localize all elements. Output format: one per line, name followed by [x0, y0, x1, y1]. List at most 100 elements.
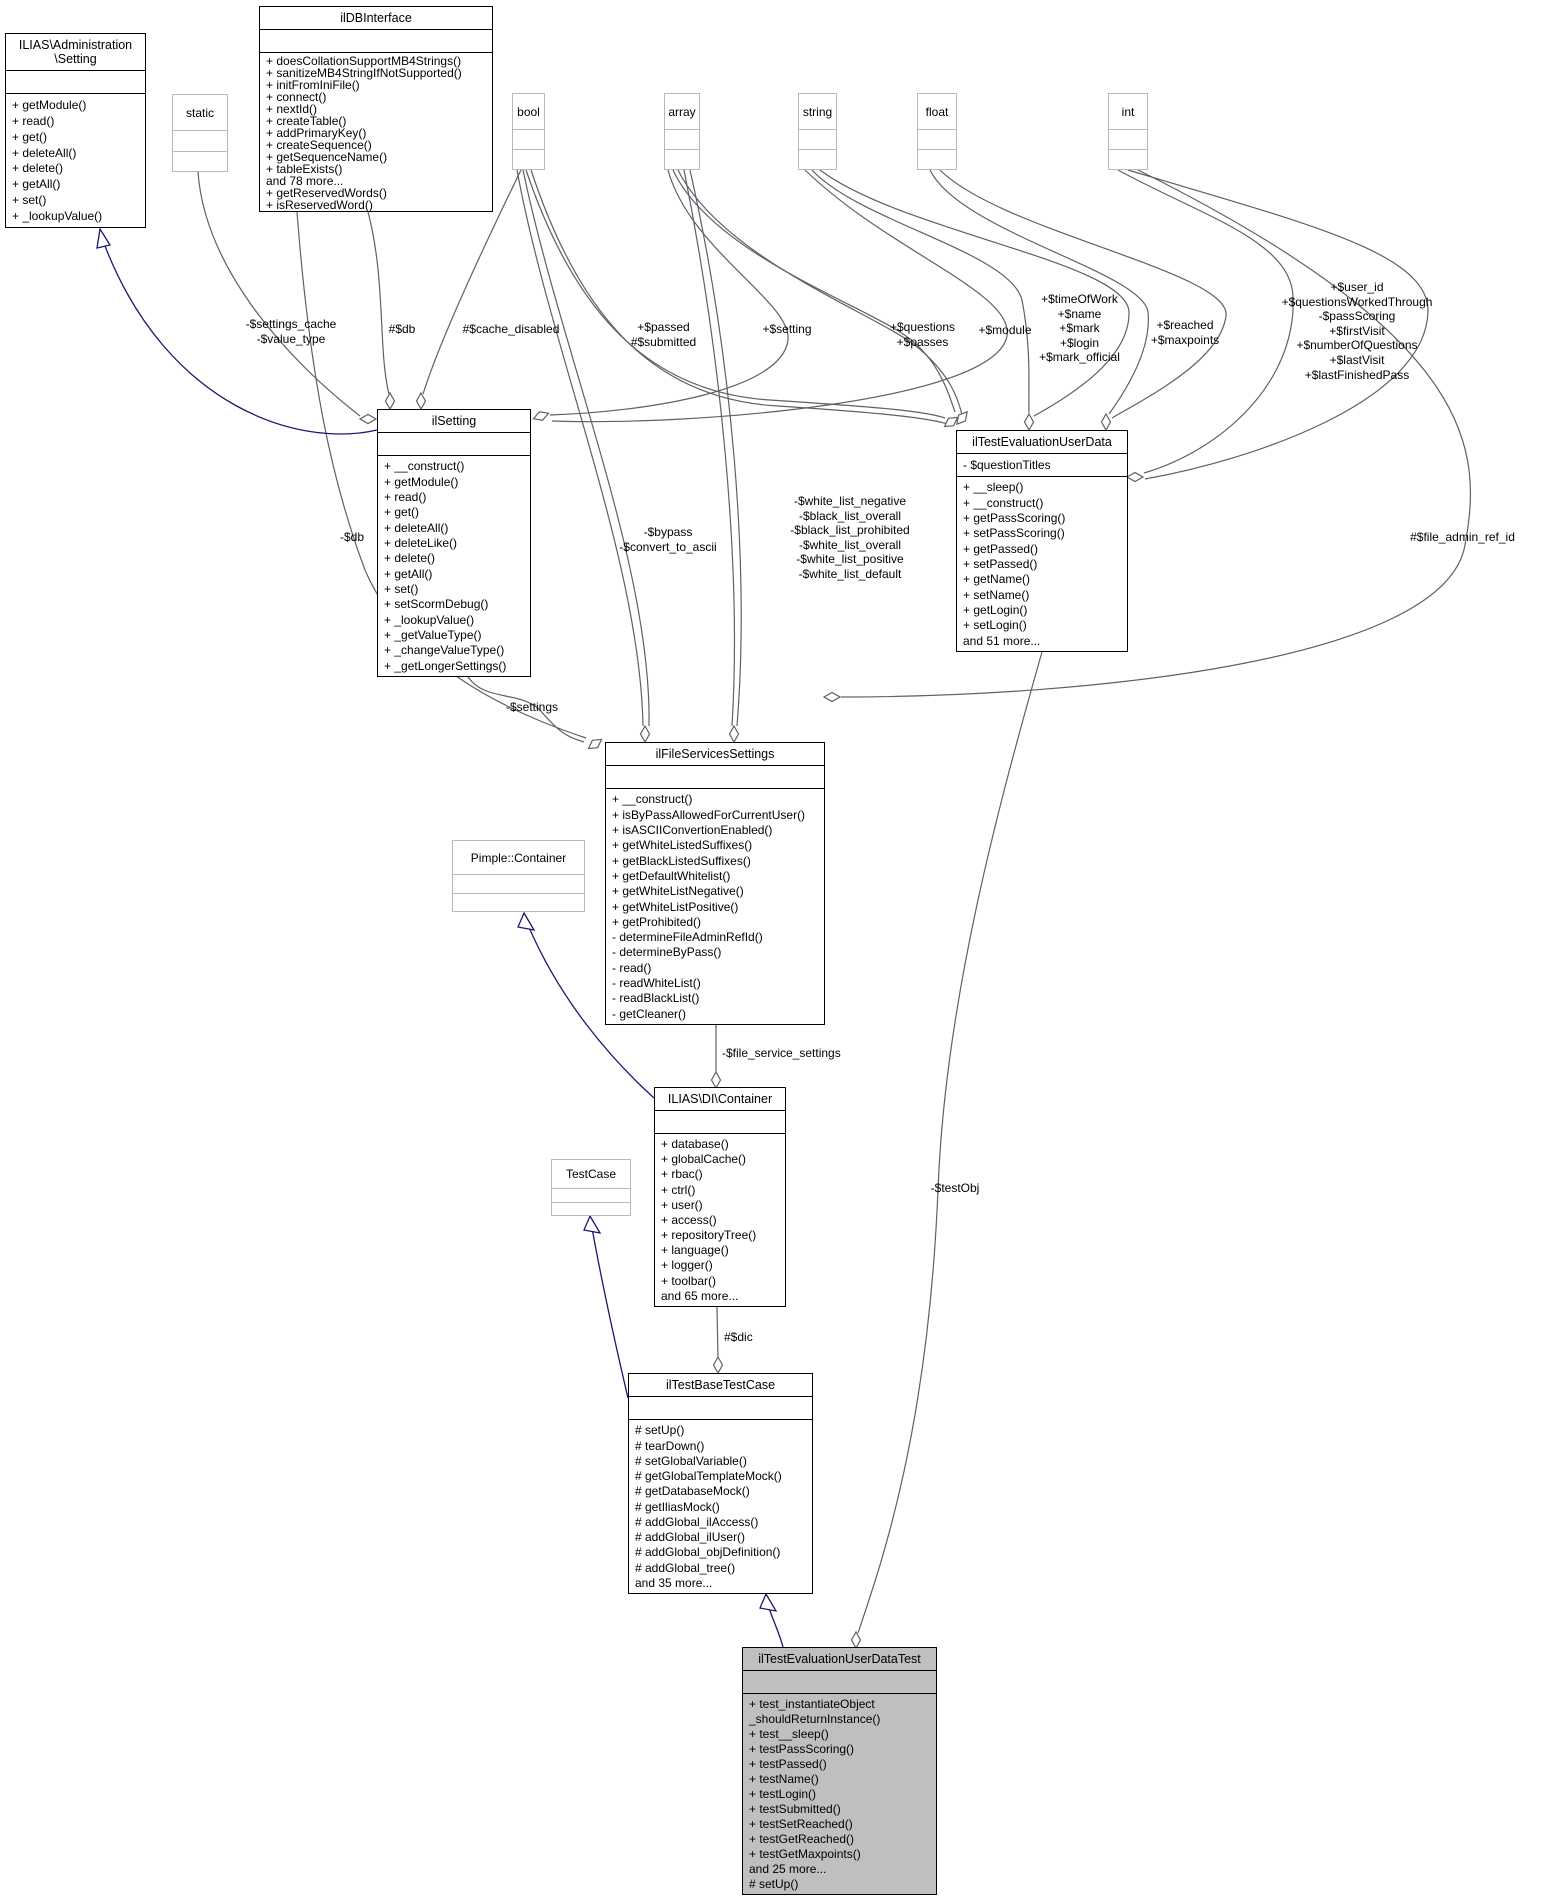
member-line: + doesCollationSupportMB4Strings(): [266, 54, 462, 68]
edge-array-userdata-a: [672, 169, 956, 413]
type-box-string: string: [798, 93, 837, 170]
diamond: [587, 738, 603, 750]
diamond: [822, 691, 842, 703]
edge-label-setting: +$setting: [762, 322, 812, 336]
empty-compartment: [918, 149, 956, 169]
class-methods: + doesCollationSupportMB4Strings()+ sani…: [260, 53, 492, 211]
class-title: ilTestBaseTestCase: [629, 1374, 812, 1397]
member-line: + deleteAll(): [384, 520, 449, 535]
member-line: + language(): [661, 1243, 729, 1258]
member-line: and 51 more...: [963, 633, 1041, 648]
edge-bool-filesettings-b: [522, 169, 650, 727]
edge-bool-ilsetting: [422, 169, 522, 395]
member-line: + rbac(): [661, 1167, 703, 1182]
class-iltestevaluationuserdatatest[interactable]: ilTestEvaluationUserDataTest + test_inst…: [742, 1647, 937, 1895]
member-line: + setScormDebug(): [384, 597, 489, 612]
class-attributes: [378, 433, 530, 456]
member-line: and 65 more...: [661, 1288, 739, 1303]
member-line: - determineFileAdminRefId(): [612, 930, 763, 945]
class-ilias-administration-setting[interactable]: ILIAS\Administration \Setting + getModul…: [5, 33, 146, 228]
member-line: # addGlobal_ilUser(): [635, 1530, 746, 1544]
edge-float-userdata-b: [939, 169, 1227, 419]
edge-container-pimple: [527, 924, 655, 1099]
class-title: ilTestEvaluationUserDataTest: [743, 1648, 936, 1671]
type-box-static: static: [172, 94, 228, 172]
member-line: - read(): [612, 960, 652, 975]
class-ildbinterface[interactable]: ilDBInterface + doesCollationSupportMB4S…: [259, 6, 493, 212]
member-line: + testSubmitted(): [749, 1802, 841, 1816]
member-line: # setGlobalVariable(): [635, 1453, 747, 1468]
class-title: ilSetting: [378, 410, 530, 433]
type-title: TestCase: [565, 1167, 617, 1182]
class-ilfileservicessettings[interactable]: ilFileServicesSettings + __construct()+ …: [605, 742, 825, 1025]
edge-label-db: #$db: [388, 322, 416, 336]
member-line: + get(): [12, 129, 48, 144]
edge-label-settings: -$settings: [505, 700, 559, 714]
member-line: - $questionTitles: [963, 458, 1051, 472]
member-line: + _getValueType(): [384, 627, 482, 642]
edge-static-ilsetting: [197, 171, 361, 417]
member-line: and 35 more...: [635, 1575, 713, 1590]
edge-label-testobj: -$testObj: [930, 1181, 980, 1195]
member-line: + getName(): [963, 572, 1031, 587]
class-attributes: [6, 71, 145, 94]
member-line: + getProhibited(): [612, 914, 702, 929]
member-line: + getPassed(): [963, 541, 1039, 556]
type-title: string: [802, 104, 833, 119]
class-attributes: [629, 1397, 812, 1420]
empty-compartment: [1109, 149, 1147, 169]
class-methods: + database()+ globalCache()+ rbac()+ ctr…: [655, 1134, 785, 1306]
member-line: + addPrimaryKey(): [266, 126, 367, 140]
class-attributes: [743, 1671, 936, 1694]
edge-array-ilsetting: [549, 169, 789, 416]
diamond: [850, 1630, 862, 1650]
empty-compartment: [513, 129, 544, 149]
class-ilsetting[interactable]: ilSetting + __construct()+ getModule()+ …: [377, 409, 531, 677]
member-line: + setPassed(): [963, 556, 1038, 571]
edge-db-filesettings: [296, 211, 587, 739]
class-title: ilTestEvaluationUserData: [957, 431, 1127, 454]
class-methods: + __construct()+ getModule()+ read()+ ge…: [378, 456, 530, 676]
member-line: - determineByPass(): [612, 945, 722, 960]
diamond: [415, 391, 427, 411]
edge-label-cache-disabled: #$cache_disabled: [462, 322, 560, 336]
member-line: # addGlobal_objDefinition(): [635, 1545, 781, 1560]
member-line: # addGlobal_tree(): [635, 1560, 736, 1575]
member-line: and 78 more...: [266, 174, 344, 188]
member-line: + createSequence(): [266, 138, 372, 152]
type-title: int: [1121, 104, 1135, 119]
member-line: + read(): [12, 113, 55, 128]
edge-label-db-private: -$db: [339, 530, 365, 544]
edge-int-filesettings: [840, 169, 1471, 698]
class-iltestevaluationuserdata[interactable]: ilTestEvaluationUserData - $questionTitl…: [956, 430, 1128, 652]
empty-compartment: [173, 150, 227, 171]
edge-label-settings-cache: -$settings_cache -$value_type: [245, 317, 337, 346]
member-line: + connect(): [266, 90, 327, 104]
empty-compartment: [513, 149, 544, 169]
arrowhead: [96, 227, 112, 249]
member-line: + testGetReached(): [749, 1832, 855, 1846]
member-line: + testLogin(): [749, 1787, 817, 1801]
edge-string-userdata-b: [819, 169, 1130, 417]
diamond: [532, 411, 550, 421]
empty-compartment: [552, 1201, 630, 1215]
type-box-int: int: [1108, 93, 1148, 170]
diamond: [358, 413, 378, 425]
member-line: + delete(): [12, 161, 64, 176]
class-title: ILIAS\Administration \Setting: [6, 34, 145, 71]
type-title: static: [185, 105, 214, 120]
member-line: + getModule(): [12, 97, 87, 112]
member-line: + test_instantiateObject: [749, 1697, 875, 1711]
member-line: + getLogin(): [963, 602, 1028, 617]
class-title: ilDBInterface: [260, 7, 492, 30]
empty-compartment: [453, 892, 584, 911]
edge-label-file-admin-ref-id: #$file_admin_ref_id: [1410, 530, 1515, 544]
class-ilias-di-container[interactable]: ILIAS\DI\Container + database()+ globalC…: [654, 1087, 786, 1307]
edge-array-userdata-b: [677, 169, 963, 416]
member-line: + setPassScoring(): [963, 526, 1065, 541]
diamond: [956, 410, 968, 426]
class-iltestbasetestcase[interactable]: ilTestBaseTestCase # setUp()# tearDown()…: [628, 1373, 813, 1594]
class-methods: + getModule()+ read()+ get()+ deleteAll(…: [6, 94, 145, 227]
member-line: + getPassScoring(): [963, 510, 1066, 525]
member-line: + toolbar(): [661, 1273, 717, 1288]
